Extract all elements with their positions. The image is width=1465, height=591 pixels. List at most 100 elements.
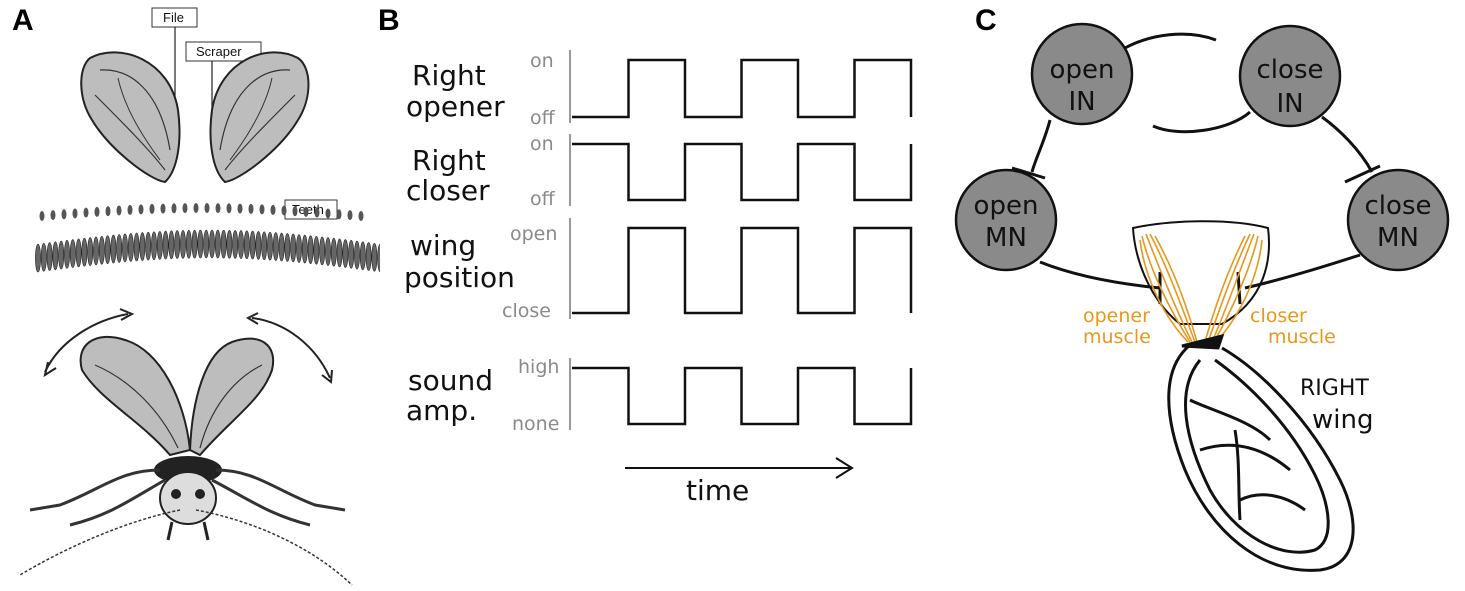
- tooth-large: [313, 235, 320, 265]
- tooth-large: [261, 231, 268, 261]
- tooth-large: [365, 242, 372, 271]
- trace2-label-line2: closer: [406, 174, 490, 207]
- node-close-in-line2: IN: [1276, 89, 1303, 119]
- trace2-label-line1: Right: [412, 144, 486, 177]
- opener-muscle-label-line1: opener: [1083, 305, 1150, 327]
- node-open-in-line1: open: [1050, 55, 1115, 85]
- node-open-mn-line2: MN: [985, 223, 1027, 253]
- cricket-body: [19, 335, 353, 586]
- tooth-large: [104, 235, 111, 264]
- panel-letter-a: A: [12, 4, 34, 37]
- tooth-large: [174, 230, 181, 259]
- tooth-small: [83, 207, 89, 218]
- tooth-large: [98, 235, 105, 265]
- trace3-label-line2: position: [404, 261, 515, 294]
- tooth-large: [58, 240, 65, 270]
- tooth-large: [203, 229, 210, 259]
- node-open-mn-line1: open: [974, 191, 1039, 221]
- trace3-low-label: close: [502, 300, 551, 322]
- tooth-large: [278, 232, 285, 262]
- tooth-large: [191, 229, 198, 259]
- time-label: time: [686, 474, 749, 507]
- trace3-high-label: open: [510, 223, 557, 245]
- panel-letter-c: C: [975, 4, 997, 37]
- tooth-large: [46, 242, 53, 271]
- tooth-large: [139, 232, 146, 261]
- tooth-large: [301, 234, 308, 264]
- panel-a-illustration: File Scraper Teeth: [19, 7, 380, 586]
- trace1-label-line2: opener: [406, 90, 505, 123]
- tooth-small: [336, 209, 342, 220]
- trace-waveform-3: [572, 226, 913, 315]
- tooth-small: [171, 203, 177, 214]
- trace1-low-label: off: [530, 107, 556, 129]
- tooth-large: [162, 230, 169, 260]
- tooth-large: [151, 231, 157, 261]
- node-close-mn-line1: close: [1365, 191, 1432, 221]
- tooth-large: [116, 234, 123, 263]
- tooth-small: [127, 204, 133, 215]
- tooth-large: [342, 239, 349, 268]
- scraper-label: Scraper: [196, 44, 242, 59]
- trace2-high-label: on: [530, 133, 554, 155]
- tooth-large: [284, 233, 291, 262]
- closer-muscle-label-line1: closer: [1250, 305, 1307, 327]
- panel-letter-b: B: [378, 4, 400, 37]
- tooth-small: [347, 210, 353, 221]
- tooth-large: [81, 237, 88, 267]
- tooth-large: [40, 242, 47, 272]
- tooth-small: [303, 206, 309, 217]
- left-forewing: [80, 51, 181, 184]
- closer-muscle-fibers: [1204, 233, 1263, 343]
- tooth-small: [39, 211, 45, 221]
- tooth-large: [348, 240, 355, 269]
- tooth-large: [122, 233, 128, 263]
- trace3-label-line1: wing: [410, 229, 476, 262]
- tooth-small: [259, 204, 265, 215]
- tooth-large: [35, 243, 41, 273]
- tooth-small: [237, 203, 243, 214]
- tooth-large: [69, 239, 76, 268]
- right-forewing: [209, 51, 310, 184]
- closer-muscle-label-line2: muscle: [1268, 326, 1336, 348]
- wing-motion-arrows: [43, 308, 333, 384]
- tooth-small: [204, 203, 210, 214]
- file-label: File: [163, 10, 184, 25]
- tooth-large: [214, 229, 221, 259]
- tooth-small: [160, 203, 166, 214]
- tooth-large: [156, 231, 163, 260]
- tooth-small: [248, 203, 254, 214]
- tooth-large: [133, 232, 140, 262]
- tooth-large: [290, 233, 297, 263]
- trace-waveform-2: [572, 142, 913, 202]
- trace1-label-line1: Right: [412, 59, 486, 92]
- tooth-large: [93, 236, 99, 266]
- right-wing-drawing: [1167, 333, 1355, 572]
- file-teeth: [35, 203, 380, 273]
- tooth-large: [220, 229, 227, 259]
- thorax-outline: [1131, 220, 1270, 325]
- tooth-small: [149, 203, 155, 214]
- tooth-large: [127, 233, 134, 262]
- tooth-large: [168, 230, 175, 260]
- tooth-large: [354, 240, 360, 270]
- tooth-large: [377, 243, 380, 273]
- tooth-small: [193, 203, 199, 214]
- tooth-large: [197, 229, 204, 259]
- tooth-large: [371, 242, 378, 272]
- tooth-large: [249, 230, 256, 260]
- trace4-label-line1: sound: [408, 364, 493, 397]
- node-open-mn: open MN: [954, 168, 1058, 272]
- tooth-small: [226, 203, 232, 214]
- tooth-small: [292, 206, 298, 217]
- tooth-large: [330, 237, 337, 267]
- tooth-small: [314, 207, 320, 218]
- opener-muscle-label-line2: muscle: [1083, 326, 1151, 348]
- trace4-label-line2: amp.: [406, 394, 477, 427]
- tooth-small: [182, 203, 188, 214]
- tooth-large: [209, 229, 215, 259]
- tooth-small: [94, 206, 100, 217]
- tooth-large: [267, 231, 273, 261]
- tooth-large: [87, 237, 94, 266]
- tooth-small: [358, 211, 364, 221]
